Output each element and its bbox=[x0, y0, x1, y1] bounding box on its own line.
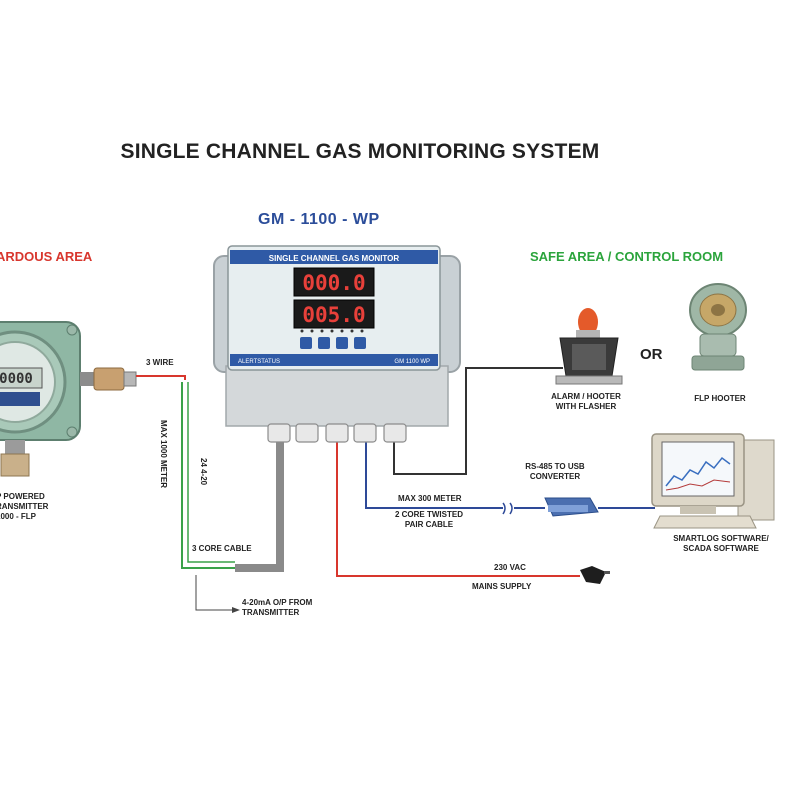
rs485-usb-converter bbox=[544, 497, 599, 517]
mains-plug bbox=[580, 566, 610, 584]
model-label: GM - 1100 - WP bbox=[258, 211, 380, 228]
flp-hooter bbox=[689, 283, 747, 371]
transmitter-label: P POWERED RANSMITTER 1000 - FLP bbox=[0, 492, 49, 521]
alarm-hooter-label: ALARM / HOOTER WITH FLASHER bbox=[551, 392, 621, 411]
transmitter-display: 0000 bbox=[0, 371, 33, 387]
twisted-pair-label: 2 CORE TWISTED PAIR CABLE bbox=[394, 510, 463, 529]
flp-transmitter: 0000 bbox=[0, 321, 137, 477]
monitor-display-top: 000.0 bbox=[302, 271, 365, 295]
max-meter-left-label: MAX 1000 METER bbox=[159, 420, 168, 489]
max-meter-right-label: MAX 300 METER bbox=[398, 494, 462, 503]
diagram-title: SINGLE CHANNEL GAS MONITORING SYSTEM bbox=[120, 140, 600, 163]
three-wire-label: 3 WIRE bbox=[146, 358, 174, 367]
monitor-brand: ALERTSTATUS bbox=[238, 359, 280, 365]
alarm-hooter bbox=[555, 308, 623, 385]
monitor-keypad bbox=[300, 337, 366, 349]
computer-workstation bbox=[651, 433, 775, 529]
hazardous-area-label: ARDOUS AREA bbox=[0, 249, 93, 264]
signal-label: 24 4-20 bbox=[199, 458, 208, 486]
converter-label: RS-485 TO USB CONVERTER bbox=[525, 462, 585, 481]
or-label: OR bbox=[640, 346, 663, 363]
monitor-display-bottom: 005.0 bbox=[302, 303, 365, 327]
computer-label: SMARTLOG SOFTWARE/ SCADA SOFTWARE bbox=[673, 534, 769, 553]
output-label: 4-20mA O/P FROM TRANSMITTER bbox=[242, 598, 313, 617]
mains-voltage-label: 230 VAC bbox=[494, 563, 526, 572]
gas-monitor-unit: SINGLE CHANNEL GAS MONITOR 000.0 005.0 A… bbox=[213, 245, 461, 443]
mains-supply-label: MAINS SUPPLY bbox=[472, 582, 532, 591]
safe-area-label: SAFE AREA / CONTROL ROOM bbox=[530, 249, 724, 264]
monitor-header: SINGLE CHANNEL GAS MONITOR bbox=[269, 254, 400, 263]
core-cable-label: 3 CORE CABLE bbox=[192, 544, 252, 553]
monitor-model-small: GM 1100 WP bbox=[394, 359, 430, 365]
flp-hooter-label: FLP HOOTER bbox=[694, 394, 746, 403]
